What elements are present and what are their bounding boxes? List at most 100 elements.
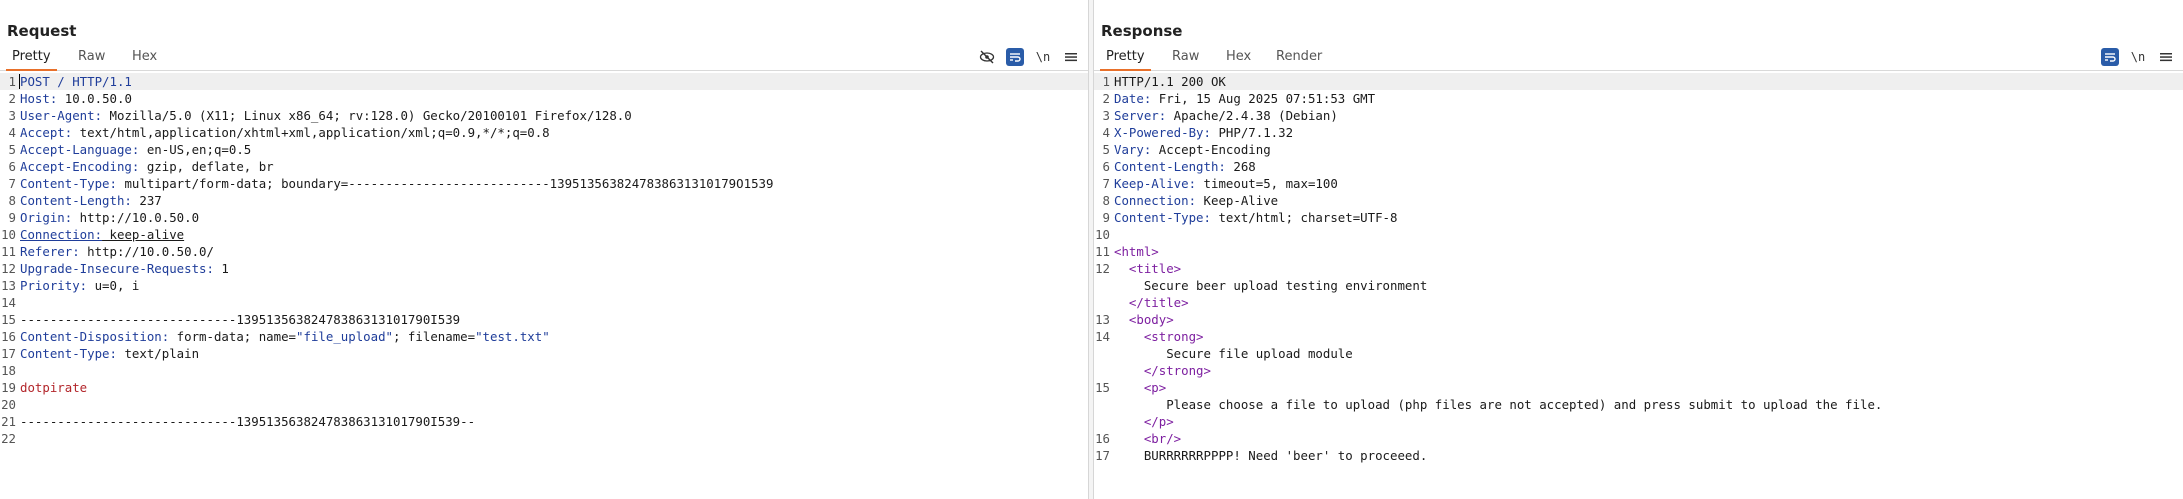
- code-text: </title>: [1114, 294, 1189, 311]
- code-text: Accept-Language: en-US,en;q=0.5: [20, 141, 251, 158]
- header-value: -----------------------------13951356382…: [20, 414, 476, 429]
- line-number: 2: [8, 91, 16, 106]
- code-line: 2 Date: Fri, 15 Aug 2025 07:51:53 GMT: [1094, 90, 2183, 107]
- code-line: 13 Priority: u=0, i: [0, 277, 1088, 294]
- code-text: <title>: [1114, 260, 1181, 277]
- code-line: 22: [0, 430, 1088, 447]
- header-value: http://10.0.50.0/: [79, 244, 214, 259]
- header-name: Content-Disposition:: [20, 329, 170, 344]
- code-line: 15 <p>: [1094, 379, 2183, 396]
- wrap-lines-icon[interactable]: [2101, 48, 2119, 66]
- code-line: 18: [0, 362, 1088, 379]
- request-tab-hex[interactable]: Hex: [132, 49, 158, 64]
- code-text: Priority: u=0, i: [20, 277, 139, 294]
- code-text: -----------------------------13951356382…: [20, 311, 460, 328]
- line-number: 6: [8, 159, 16, 174]
- line-number: 8: [8, 193, 16, 208]
- code-line: 17 Content-Type: text/plain: [0, 345, 1088, 362]
- header-value: Fri, 15 Aug 2025 07:51:53 GMT: [1151, 91, 1376, 106]
- code-text: Date: Fri, 15 Aug 2025 07:51:53 GMT: [1114, 90, 1375, 107]
- code-line: </strong>: [1094, 362, 2183, 379]
- response-tab-render[interactable]: Render: [1276, 49, 1323, 64]
- line-number: 16: [1095, 431, 1110, 446]
- line-number: 10: [1095, 227, 1110, 242]
- header-name: Host:: [20, 91, 58, 106]
- line-number: 7: [8, 176, 16, 191]
- header-value: 1: [213, 261, 229, 276]
- code-text: <html>: [1114, 243, 1159, 260]
- code-text: Accept-Encoding: gzip, deflate, br: [20, 158, 274, 175]
- header-name: Upgrade-Insecure-Requests:: [20, 261, 214, 276]
- code-line: Secure file upload module: [1094, 345, 2183, 362]
- wrap-lines-icon[interactable]: [1006, 48, 1024, 66]
- eye-slash-icon[interactable]: [978, 48, 996, 66]
- header-name: Accept:: [20, 125, 73, 140]
- newline-toggle-button[interactable]: \n: [1034, 48, 1052, 66]
- code-line: 6 Accept-Encoding: gzip, deflate, br: [0, 158, 1088, 175]
- response-tab-hex[interactable]: Hex: [1226, 49, 1252, 64]
- line-number: 17: [1095, 448, 1110, 463]
- code-text: -----------------------------13951356382…: [20, 413, 475, 430]
- newline-toggle-button[interactable]: \n: [2129, 48, 2147, 66]
- code-text: Accept: text/html,application/xhtml+xml,…: [20, 124, 550, 141]
- line-number: 22: [1, 431, 16, 446]
- header-value: HTTP/1.1 200 OK: [1114, 74, 1226, 89]
- request-tab-pretty[interactable]: Pretty: [6, 49, 57, 71]
- header-name: User-Agent:: [20, 108, 103, 123]
- code-text: <p>: [1114, 379, 1166, 396]
- header-value: text/html,application/xhtml+xml,applicat…: [72, 125, 550, 140]
- header-name: Content-Length:: [1114, 159, 1226, 174]
- code-text: <strong>: [1114, 328, 1204, 345]
- header-name: POST / HTTP/1.1: [19, 74, 132, 89]
- header-name: Content-Type:: [1114, 210, 1211, 225]
- code-text: <br/>: [1114, 430, 1181, 447]
- code-text: Content-Type: text/html; charset=UTF-8: [1114, 209, 1397, 226]
- code-text: Connection: keep-alive: [20, 226, 184, 243]
- code-text: Please choose a file to upload (php file…: [1114, 396, 1882, 413]
- response-tab-pretty[interactable]: Pretty: [1100, 49, 1151, 71]
- line-number: 1: [8, 74, 16, 89]
- line-number: 20: [1, 397, 16, 412]
- line-number: 13: [1, 278, 16, 293]
- code-text: Content-Type: text/plain: [20, 345, 199, 362]
- header-value: http://10.0.50.0: [72, 210, 200, 225]
- html-tag: <p>: [1143, 380, 1167, 395]
- code-line: </title>: [1094, 294, 2183, 311]
- request-tabs: Pretty Raw Hex: [0, 46, 1088, 71]
- request-tab-raw[interactable]: Raw: [78, 49, 106, 64]
- line-number: 12: [1095, 261, 1110, 276]
- header-value: Mozilla/5.0 (X11; Linux x86_64; rv:128.0…: [102, 108, 632, 123]
- code-line: 11 <html>: [1094, 243, 2183, 260]
- header-value: ; filename=: [393, 329, 476, 344]
- code-text: Upgrade-Insecure-Requests: 1: [20, 260, 229, 277]
- line-number: 1: [1102, 74, 1110, 89]
- response-tabs: Pretty Raw Hex Render: [1094, 46, 2183, 71]
- line-number: 10: [1, 227, 16, 242]
- hamburger-menu-icon[interactable]: [2157, 48, 2175, 66]
- line-number: 17: [1, 346, 16, 361]
- header-name: Connection:: [1114, 193, 1197, 208]
- hamburger-menu-icon[interactable]: [1062, 48, 1080, 66]
- line-number: 5: [8, 142, 16, 157]
- response-editor[interactable]: 1 HTTP/1.1 200 OK 2 Date: Fri, 15 Aug 2025 …: [1094, 73, 2183, 464]
- line-number: 11: [1095, 244, 1110, 259]
- newline-label: \n: [2130, 50, 2146, 64]
- line-number: 2: [1102, 91, 1110, 106]
- response-tab-raw[interactable]: Raw: [1172, 49, 1200, 64]
- header-value: PHP/7.1.32: [1210, 125, 1294, 140]
- html-tag: </title>: [1128, 295, 1189, 310]
- header-value: Apache/2.4.38 (Debian): [1166, 108, 1338, 123]
- panel-divider[interactable]: [1088, 0, 1094, 499]
- line-number: 16: [1, 329, 16, 344]
